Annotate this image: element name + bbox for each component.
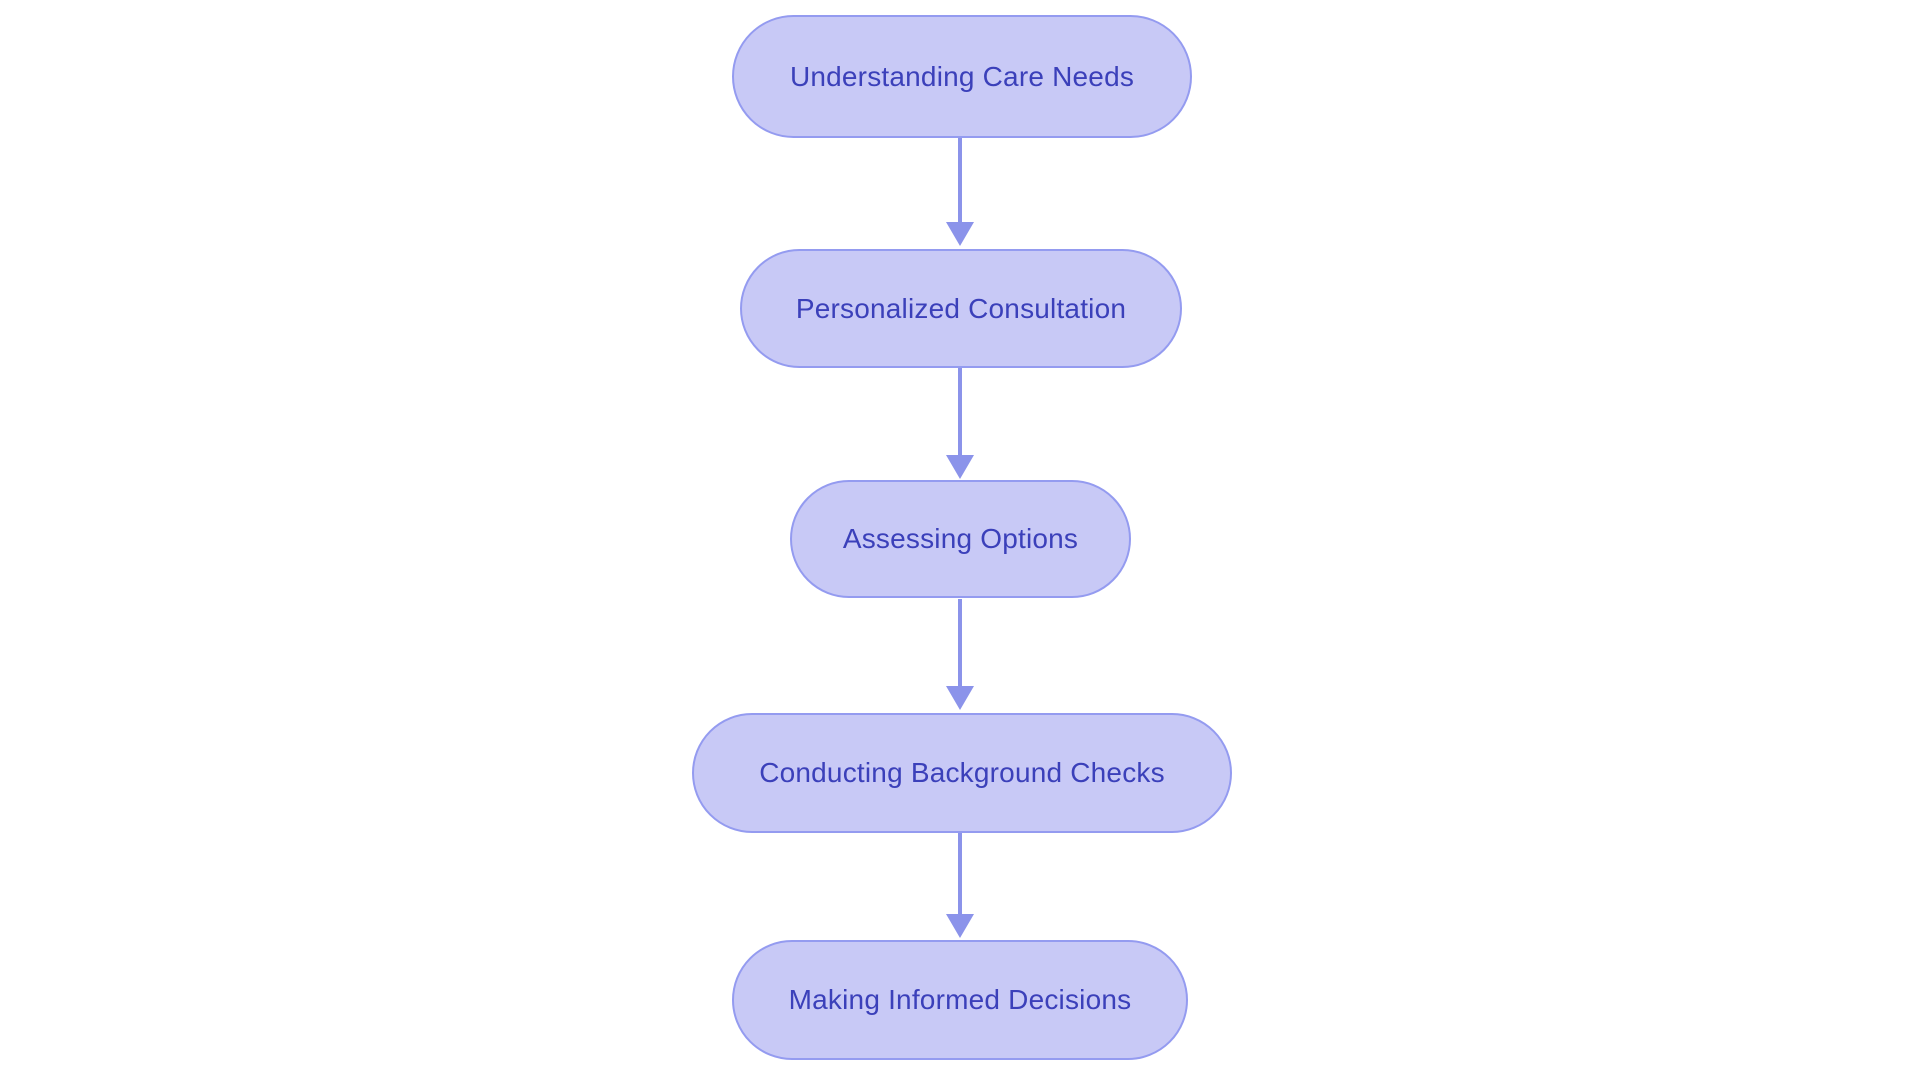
node-label: Conducting Background Checks (759, 757, 1165, 788)
arrow-down-connector-1 (958, 138, 962, 223)
node-label: Assessing Options (842, 523, 1079, 554)
arrow-down-connector-3 (958, 599, 962, 687)
node-label: Making Informed Decisions (788, 984, 1132, 1015)
node-label: Understanding Care Needs (789, 60, 1135, 92)
arrow-down-connector-2 (958, 368, 962, 456)
flow-node-making-informed-decisions: Making Informed Decisions (732, 940, 1188, 1060)
flow-node-conducting-background-checks: Conducting Background Checks (692, 713, 1232, 833)
flow-node-assessing-options: Assessing Options (790, 480, 1131, 598)
flow-node-personalized-consultation: Personalized Consultation (740, 249, 1182, 368)
flow-node-understanding-care-needs: Understanding Care Needs (732, 15, 1192, 138)
arrow-down-connector-4 (958, 833, 962, 915)
node-label: Personalized Consultation (795, 292, 1127, 324)
